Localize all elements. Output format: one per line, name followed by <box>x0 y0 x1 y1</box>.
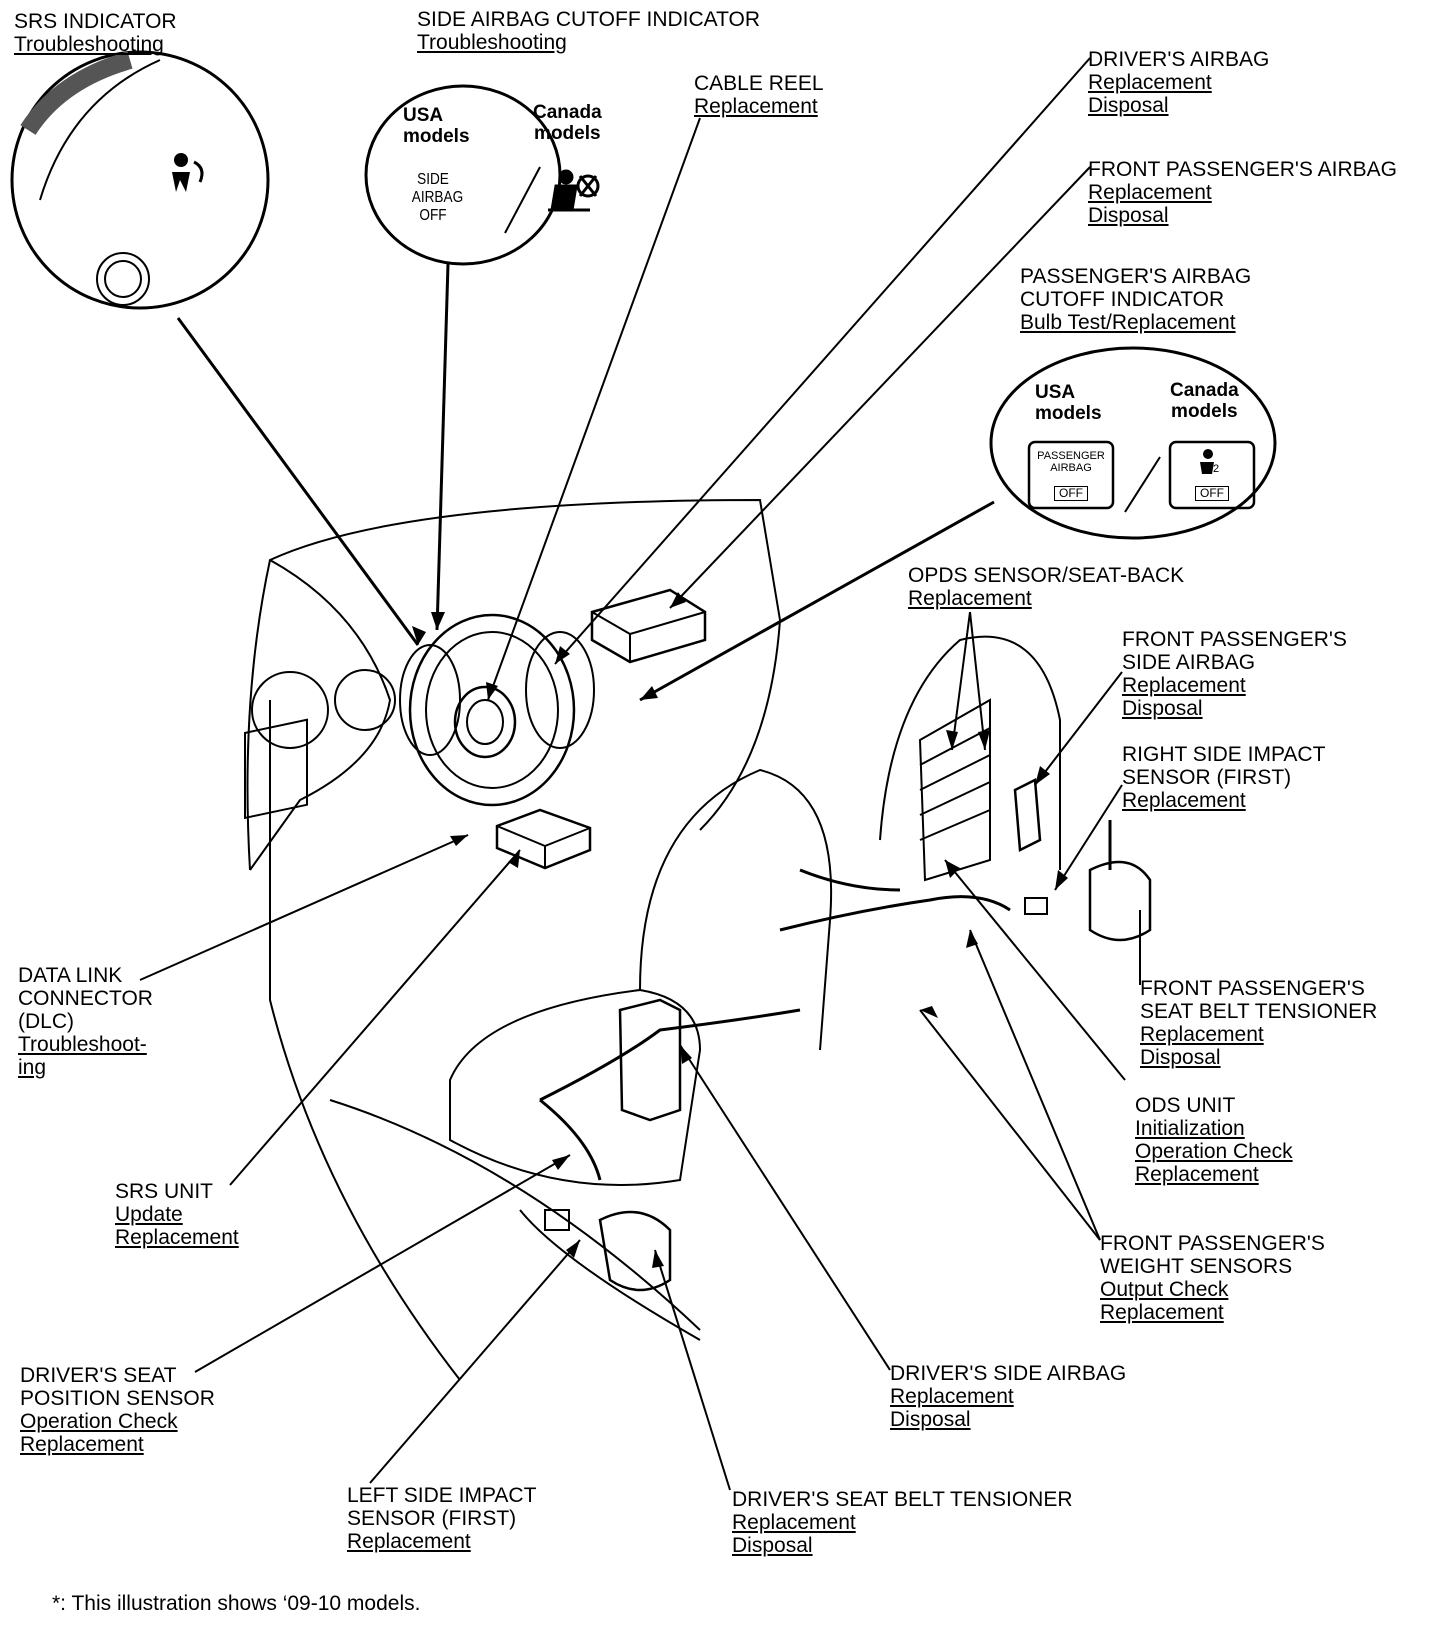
callout-title: FRONT PASSENGER'S <box>1140 977 1365 1000</box>
callout-title: RIGHT SIDE IMPACT <box>1122 743 1326 766</box>
callout-title: POSITION SENSOR <box>20 1387 215 1410</box>
callout-title: (DLC) <box>18 1010 74 1033</box>
canada-line1: Canada <box>533 102 602 123</box>
callout-title: SRS UNIT <box>115 1180 214 1203</box>
callout-link[interactable]: Troubleshoot- <box>18 1033 147 1056</box>
callout-title: PASSENGER'S AIRBAG <box>1020 265 1252 288</box>
callout-link[interactable]: Operation Check <box>20 1410 178 1433</box>
callout-title: CABLE REEL <box>694 72 824 95</box>
callout-link[interactable]: Disposal <box>890 1408 971 1431</box>
srs-indicator-inset <box>10 50 270 310</box>
passenger-airbag-canada-glyph: 2 <box>1213 463 1220 475</box>
callout-title: LEFT SIDE IMPACT <box>347 1484 537 1507</box>
callout-title: DRIVER'S AIRBAG <box>1088 48 1270 71</box>
callout-link[interactable]: Disposal <box>732 1534 813 1557</box>
callout-link[interactable]: Replacement <box>890 1385 1014 1408</box>
callout-link[interactable]: ing <box>18 1056 47 1079</box>
callout-title: FRONT PASSENGER'S <box>1122 628 1347 651</box>
usa-line2: models <box>403 126 470 147</box>
callout-link[interactable]: Disposal <box>1088 204 1169 227</box>
callout-link[interactable]: Initialization <box>1135 1117 1245 1140</box>
passenger-airbag-icon <box>1200 449 1214 474</box>
callout-link[interactable]: Update <box>115 1203 183 1226</box>
callout-link[interactable]: Disposal <box>1088 94 1169 117</box>
callout-title: FRONT PASSENGER'S AIRBAG <box>1088 158 1397 181</box>
callout-link[interactable]: Replacement <box>20 1433 144 1456</box>
callout-link[interactable]: Replacement <box>694 95 818 118</box>
callout-title: CONNECTOR <box>18 987 153 1010</box>
airbag-person-icon <box>172 153 204 192</box>
callout-link[interactable]: Disposal <box>1140 1046 1221 1069</box>
callout-title: WEIGHT SENSORS <box>1100 1255 1293 1278</box>
callout-title: SRS INDICATOR <box>14 10 177 33</box>
callout-link[interactable]: Replacement <box>1122 789 1246 812</box>
callout-title: DRIVER'S SEAT BELT TENSIONER <box>732 1488 1073 1511</box>
callout-link[interactable]: Bulb Test/Replacement <box>1020 311 1236 334</box>
callout-title: ODS UNIT <box>1135 1094 1236 1117</box>
callout-link[interactable]: Replacement <box>1140 1023 1264 1046</box>
callout-link[interactable]: Replacement <box>1122 674 1246 697</box>
callout-link[interactable]: Replacement <box>1135 1163 1259 1186</box>
callout-link[interactable]: Operation Check <box>1135 1140 1293 1163</box>
callout-link[interactable]: Replacement <box>1088 71 1212 94</box>
callout-link[interactable]: Troubleshooting <box>417 31 567 54</box>
footnote: *: This illustration shows ‘09-10 models… <box>52 1592 421 1615</box>
callout-link[interactable]: Replacement <box>732 1511 856 1534</box>
callout-link[interactable]: Disposal <box>1122 697 1203 720</box>
callout-title: DATA LINK <box>18 964 123 987</box>
callout-link[interactable]: Replacement <box>1088 181 1212 204</box>
passenger-airbag-off-canada: OFF <box>1195 486 1229 501</box>
callout-link[interactable]: Replacement <box>908 587 1032 610</box>
seatbelt-cutoff-icon <box>548 169 600 212</box>
callout-link[interactable]: Replacement <box>115 1226 239 1249</box>
callout-title: SIDE AIRBAG CUTOFF INDICATOR <box>417 8 761 31</box>
callout-title: CUTOFF INDICATOR <box>1020 288 1225 311</box>
callout-title: SEAT BELT TENSIONER <box>1140 1000 1378 1023</box>
callout-title: SIDE AIRBAG <box>1122 651 1256 674</box>
callout-title: DRIVER'S SIDE AIRBAG <box>890 1362 1127 1385</box>
passenger-airbag-cutoff-inset <box>989 346 1277 540</box>
callout-title: FRONT PASSENGER'S <box>1100 1232 1325 1255</box>
callout-link[interactable]: Replacement <box>1100 1301 1224 1324</box>
callout-title: DRIVER'S SEAT <box>20 1364 177 1387</box>
callout-link[interactable]: Troubleshooting <box>14 33 164 56</box>
callout-link[interactable]: Output Check <box>1100 1278 1229 1301</box>
callout-title: SENSOR (FIRST) <box>347 1507 517 1530</box>
callout-title: SENSOR (FIRST) <box>1122 766 1292 789</box>
callout-title: OPDS SENSOR/SEAT-BACK <box>908 564 1185 587</box>
canada-line2: models <box>534 123 601 144</box>
passenger-airbag-off-usa: OFF <box>1054 486 1088 501</box>
usa-line1: USA <box>403 105 444 126</box>
callout-link[interactable]: Replacement <box>347 1530 471 1553</box>
